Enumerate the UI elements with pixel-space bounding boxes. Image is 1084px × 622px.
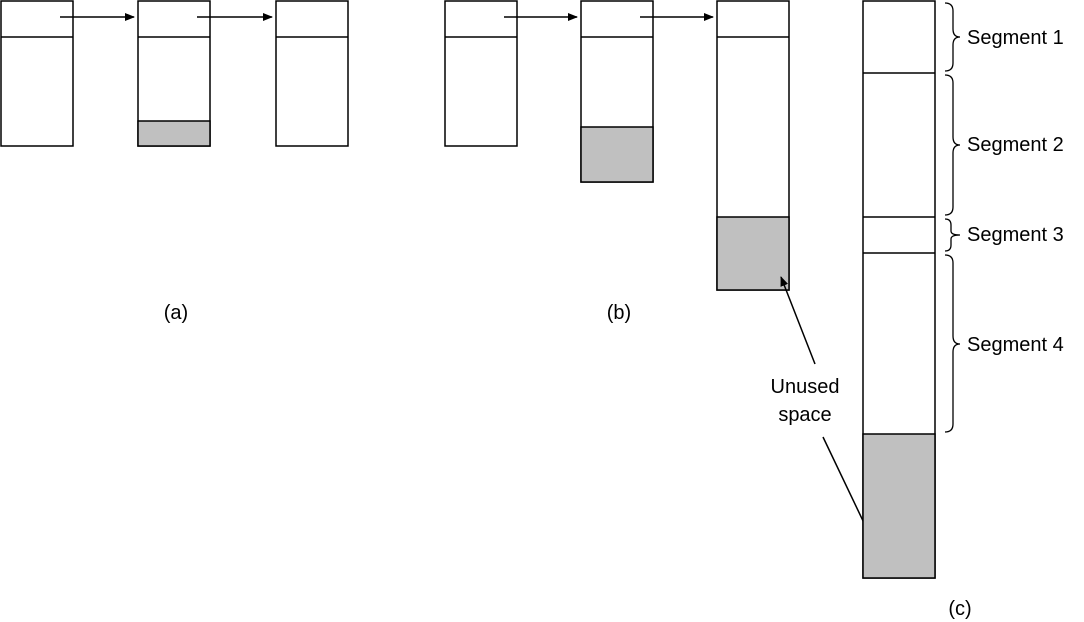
panel-a-block-1 xyxy=(0,0,74,147)
panel-a: (a) xyxy=(0,0,349,324)
panel-b-block-3 xyxy=(716,0,790,291)
segment-1-label: Segment 1 xyxy=(967,27,1064,49)
segment-4-label: Segment 4 xyxy=(967,334,1064,356)
panel-a-block-2 xyxy=(137,0,211,147)
panel-a-label: (a) xyxy=(164,302,188,324)
unused-space-c xyxy=(862,433,936,579)
segment-2-label: Segment 2 xyxy=(967,134,1064,156)
unused-space-b1 xyxy=(580,126,654,183)
panel-b: (b) xyxy=(444,0,790,324)
segment-3-label: Segment 3 xyxy=(967,224,1064,246)
segment-1-brace xyxy=(944,2,961,72)
unused-space-a xyxy=(137,120,211,147)
panel-c: Segment 1 Segment 2 Segment 3 Segment 4 … xyxy=(862,0,1064,620)
panel-b-block-2 xyxy=(580,0,654,183)
panel-b-block-1 xyxy=(444,0,518,147)
panel-c-label: (c) xyxy=(948,598,971,620)
unused-label-line2: space xyxy=(778,404,831,426)
panel-b-label: (b) xyxy=(607,302,631,324)
panel-a-block-3 xyxy=(275,0,349,147)
callout-arrow-up xyxy=(780,276,816,365)
unused-label-line1: Unused xyxy=(771,376,840,398)
unused-space-b2 xyxy=(716,216,790,291)
unused-space-callout: Unused space xyxy=(771,276,876,547)
segment-3-brace xyxy=(944,218,961,252)
segment-4-brace xyxy=(944,254,961,433)
segment-2-brace xyxy=(944,74,961,216)
